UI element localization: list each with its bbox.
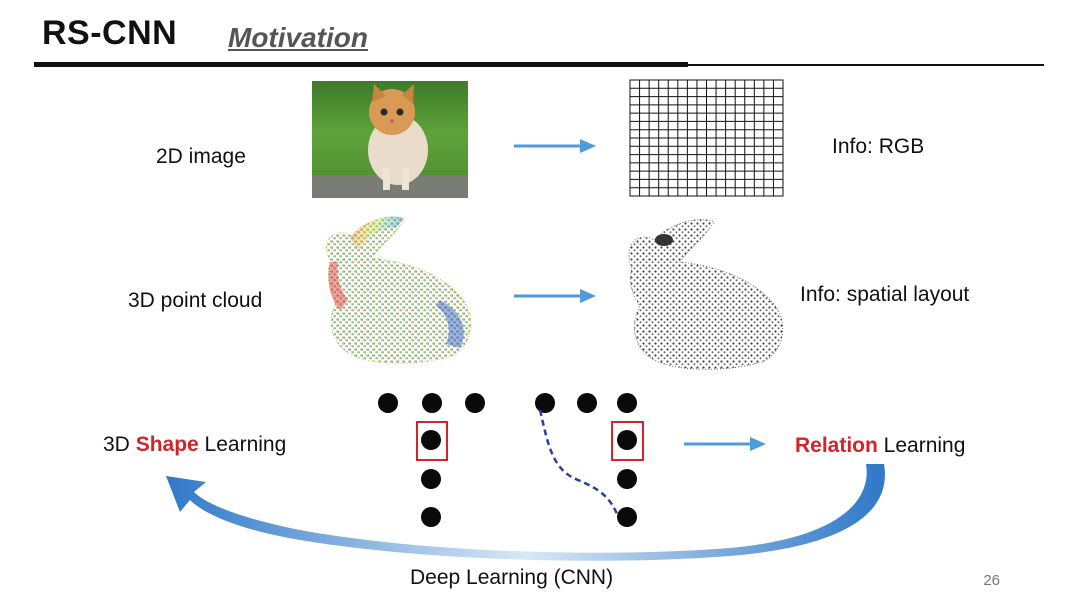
label-deep-learning: Deep Learning (CNN) [410, 566, 614, 589]
bunny-gray [628, 219, 784, 370]
page-number: 26 [983, 572, 1000, 589]
label-shape-learning: 3D Shape Learning [103, 433, 287, 456]
regular-grid-dots [378, 393, 485, 527]
relation-highlight: Relation [795, 434, 878, 457]
title-rule-thin [688, 64, 1044, 66]
shape-highlight: Shape [135, 433, 199, 456]
arrow-to-relation [684, 437, 766, 451]
label-relation-learning: Relation Learning [795, 434, 966, 457]
relation-dashed-curve [538, 409, 620, 517]
pixel-grid [629, 79, 784, 197]
bunny-colored [325, 216, 472, 364]
cat-image [312, 81, 468, 198]
slide-subtitle: Motivation [228, 22, 368, 53]
arrow-cloud-to-cloud [514, 289, 596, 303]
label-3d-point-cloud: 3D point cloud [128, 289, 263, 312]
irregular-dots [535, 393, 637, 527]
info-spatial-layout: Info: spatial layout [800, 283, 970, 306]
title-rule [34, 62, 688, 67]
deep-learning-arrow [166, 464, 885, 561]
label-2d-image: 2D image [156, 145, 246, 168]
slide-title: RS-CNN [42, 14, 178, 52]
arrow-image-to-grid [514, 139, 596, 153]
info-rgb: Info: RGB [832, 135, 925, 158]
regular-center-box [416, 421, 448, 461]
irregular-center-box [611, 421, 644, 461]
